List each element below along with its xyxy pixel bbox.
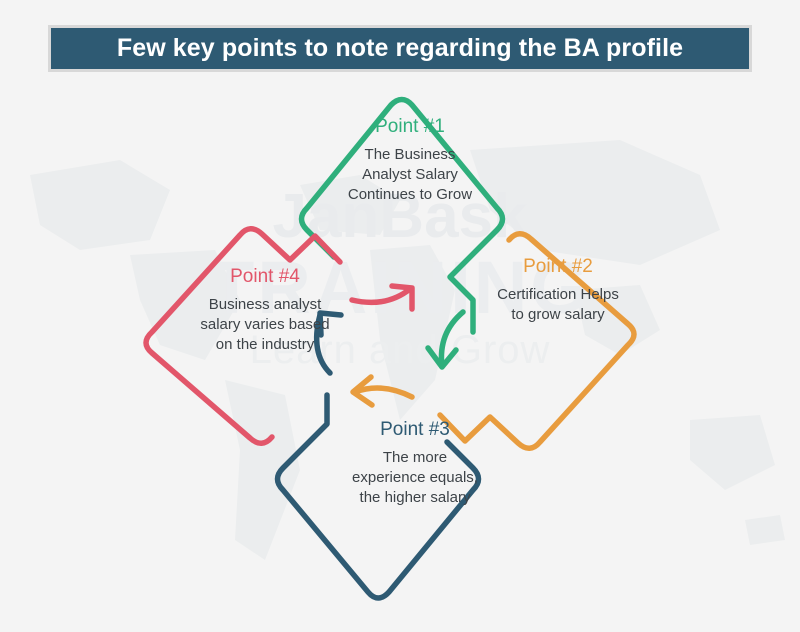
point-3-description-line-1: The more: [382, 449, 448, 466]
point-4-description-line-1: Business analyst: [208, 296, 322, 313]
point-1-title: Point #1: [375, 116, 445, 137]
point-4-text-block: Point #4 Business analyst salary varies …: [165, 265, 365, 355]
point-2-text-block: Point #2 Certification Helps to grow sal…: [458, 255, 658, 325]
point-2-description: Certification Helps to grow salary: [458, 285, 658, 325]
point-1-description-line-2: Analyst Salary: [362, 166, 458, 183]
point-3-title: Point #3: [380, 419, 450, 440]
page-title-bar: Few key points to note regarding the BA …: [48, 25, 752, 72]
point-1-text-block: Point #1 The Business Analyst Salary Con…: [300, 115, 520, 205]
point-3-description-line-2: experience equals,: [352, 469, 478, 486]
arrow-2-to-3-icon: [350, 374, 415, 408]
page-title: Few key points to note regarding the BA …: [116, 34, 684, 62]
arrow-3-to-4-icon: [313, 310, 344, 376]
point-4-title: Point #4: [230, 266, 300, 287]
point-3-description: The more experience equals, the higher s…: [320, 448, 510, 508]
point-1-description: The Business Analyst Salary Continues to…: [300, 145, 520, 205]
point-2-description-line-2: to grow salary: [511, 306, 605, 323]
point-4-description: Business analyst salary varies based on …: [165, 295, 365, 355]
point-1-description-line-1: The Business: [364, 146, 456, 163]
point-4-description-line-2: salary varies based: [200, 316, 330, 333]
point-1-description-line-3: Continues to Grow: [347, 186, 473, 203]
point-3-description-line-3: the higher salary: [359, 489, 471, 506]
point-3-text-block: Point #3 The more experience equals, the…: [320, 418, 510, 508]
point-4-description-line-3: on the industry: [215, 336, 315, 353]
point-2-title: Point #2: [523, 256, 593, 277]
point-2-description-line-1: Certification Helps: [497, 286, 619, 303]
